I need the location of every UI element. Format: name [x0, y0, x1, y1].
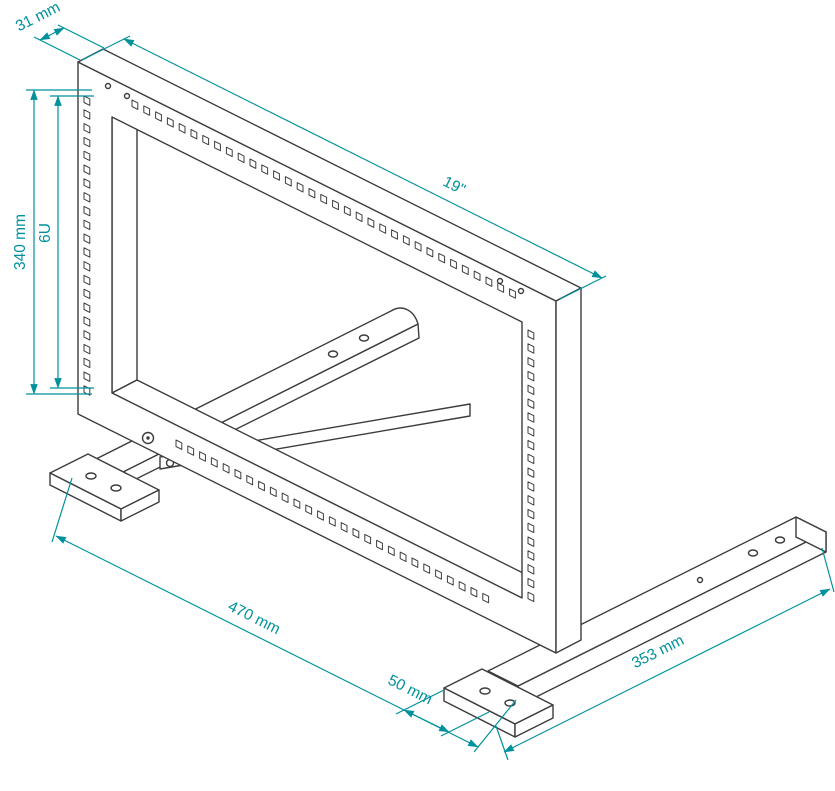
dimension-label-rack-width: 19": [440, 173, 468, 198]
rail-hole: [104, 82, 112, 90]
dimension-lines: [26, 24, 835, 761]
frame-inner-bottom-face: [111, 379, 548, 599]
screw-center: [146, 436, 150, 440]
bolt-hole: [479, 687, 491, 695]
dimension-label-base-width: 470 mm: [225, 598, 283, 638]
right-foot-end-face: [795, 516, 827, 553]
frame-top-face: [77, 48, 582, 302]
extension-line-foot-length: [495, 725, 509, 761]
extension-line-depth: [33, 36, 81, 61]
dimension-label-height: 340 mm: [12, 214, 29, 270]
bolt-hole: [85, 472, 97, 480]
rail-hole: [517, 287, 525, 295]
rack-stand-drawing: [49, 48, 827, 738]
extension-line-rack-width: [81, 35, 131, 61]
dimension-label-pad-depth: 50 mm: [385, 672, 435, 708]
extension-line-base-width: [51, 477, 73, 543]
punched-hole: [175, 439, 490, 604]
left-foot-hole: [327, 350, 339, 358]
left-foot-pad-side: [120, 489, 160, 522]
bolt-hole: [110, 484, 122, 492]
extension-line-foot-length: [821, 547, 835, 593]
extension-line-depth: [57, 24, 105, 49]
right-foot-hole: [747, 549, 759, 557]
rail-hole: [123, 92, 131, 100]
punched-hole: [83, 95, 91, 396]
dimension-line-foot-length: [503, 588, 831, 753]
left-rail-hole-pattern: [83, 95, 91, 396]
left-foot-hole: [358, 334, 370, 342]
right-foot: [443, 516, 827, 738]
right-foot-hole: [774, 536, 786, 544]
bottom-rail-slot-pattern: [175, 439, 490, 604]
frame-inner-left-face: [111, 103, 138, 394]
extension-line-rack-width: [559, 275, 607, 300]
dimension-line-rack-width: [123, 38, 603, 279]
dimension-label-depth: 31 mm: [13, 0, 63, 35]
frame-right-face: [555, 287, 582, 654]
right-foot-small-hole: [696, 576, 704, 584]
punched-hole: [527, 329, 535, 603]
dimension-label-rack-units: 6U: [37, 223, 54, 243]
dimension-line-depth: [39, 27, 65, 41]
extension-line-pad-depth: [440, 711, 490, 737]
right-rail-hole-pattern: [527, 329, 535, 603]
dimension-line-pad-depth: [403, 709, 450, 733]
